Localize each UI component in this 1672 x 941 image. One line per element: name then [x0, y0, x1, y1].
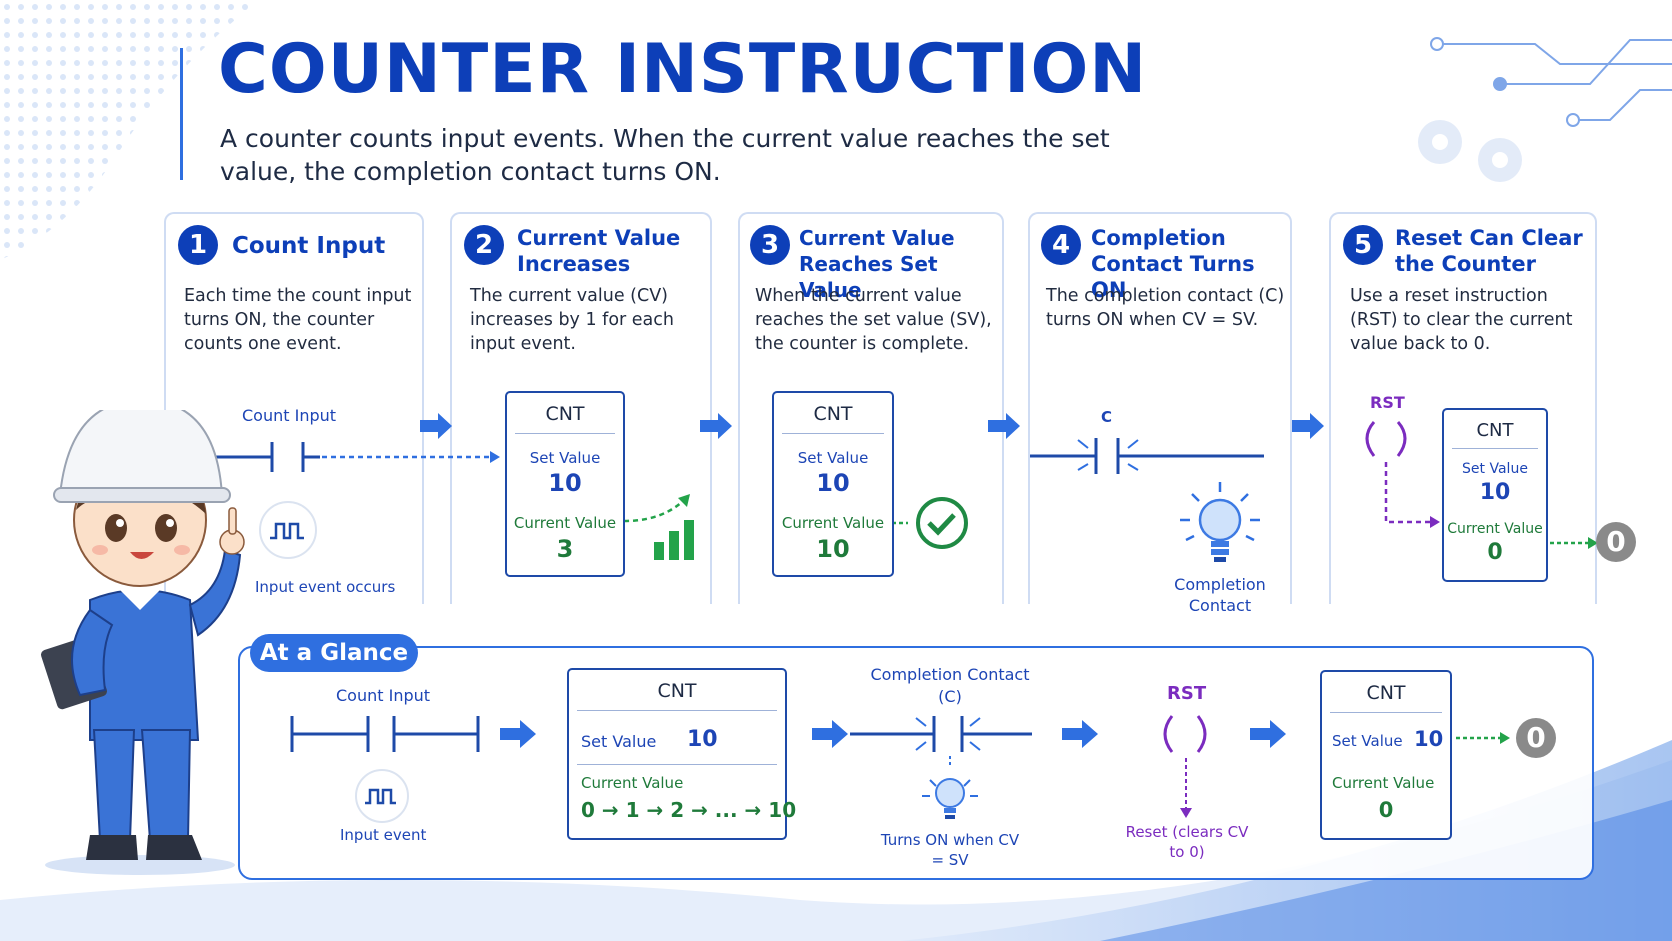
- cnt-title: CNT: [1476, 420, 1514, 441]
- current-value-sequence: 0 → 1 → 2 → ... → 10: [581, 798, 797, 822]
- cnt-title: CNT: [813, 403, 853, 425]
- bar-chart-icon: [654, 520, 694, 560]
- glance-completion-label: Completion Contact (C): [870, 665, 1030, 706]
- step-title-5: Reset Can Clear the Counter: [1395, 226, 1583, 276]
- set-value: 10: [816, 469, 850, 497]
- engineer-mascot: [40, 410, 245, 875]
- page-subtitle: A counter counts input events. When the …: [220, 124, 1110, 186]
- step-desc-1: Each time the count input turns ON, the …: [184, 286, 412, 354]
- arrow-right-icon: [988, 413, 1020, 439]
- current-value: 3: [556, 535, 574, 563]
- cnt-box-step2: CNT Set Value 10 Current Value 3: [505, 391, 625, 577]
- set-value: 10: [1479, 480, 1511, 505]
- count-input-label: Count Input: [242, 406, 337, 425]
- step-number-5: 5: [1343, 225, 1383, 265]
- pulse-icon: [259, 501, 317, 559]
- step-title-3: Current Value Reaches Set Value: [799, 226, 955, 302]
- current-value-label: Current Value: [1447, 521, 1543, 537]
- glance-lightbulb-icon: [922, 778, 978, 819]
- glance-turns-on-label: Turns ON when CV = SV: [880, 831, 1020, 869]
- current-value-label: Current Value: [581, 774, 684, 792]
- glance-result-zero-badge: 0: [1516, 718, 1556, 758]
- arrow-right-icon: [420, 413, 452, 439]
- set-value: 10: [687, 727, 718, 752]
- completion-contact-icon: [1030, 438, 1264, 474]
- rst-label: RST: [1370, 393, 1405, 412]
- step-number-1: 1: [178, 225, 218, 265]
- step-desc-2: The current value (CV) increases by 1 fo…: [470, 286, 674, 354]
- glance-pulse-icon: [355, 769, 409, 823]
- glance-completion-contact-icon: [850, 716, 1032, 752]
- set-value: 10: [548, 469, 582, 497]
- step-number-3: 3: [750, 225, 790, 265]
- current-value-label: Current Value: [513, 514, 617, 532]
- reset-coil-icon: [1365, 421, 1407, 457]
- arrow-right-icon: [1250, 720, 1286, 748]
- input-event-label: Input event occurs: [255, 578, 396, 596]
- glance-cnt-box: CNT Set Value 10 Current Value 0 → 1 → 2…: [567, 668, 796, 840]
- step-desc-5: Use a reset instruction (RST) to clear t…: [1350, 286, 1573, 354]
- current-value-label: Current Value: [781, 514, 885, 532]
- glance-rst-label: RST: [1167, 683, 1207, 704]
- step-title-4: Completion Contact Turns ON: [1091, 226, 1255, 302]
- current-value: 10: [816, 535, 850, 563]
- step-desc-4: The completion contact (C) turns ON when…: [1046, 286, 1285, 330]
- title-accent-bar: [180, 48, 183, 180]
- cnt-box-step5: CNT Set Value 10 Current Value 0: [1442, 408, 1548, 582]
- cnt-box-step3: CNT Set Value 10 Current Value 10: [772, 391, 894, 577]
- arrow-right-icon: [1062, 720, 1098, 748]
- arrow-right-icon: [700, 413, 732, 439]
- set-value-label: Set Value: [1332, 732, 1403, 750]
- set-value-label: Set Value: [581, 732, 657, 751]
- glance-reset-coil-icon: [1163, 715, 1207, 753]
- step-desc-3: When the current value reaches the set v…: [755, 286, 992, 354]
- set-value: 10: [1414, 727, 1444, 751]
- page-title: COUNTER INSTRUCTION: [218, 30, 1148, 109]
- cnt-title: CNT: [545, 403, 585, 425]
- step-number-2: 2: [464, 225, 504, 265]
- set-value-label: Set Value: [529, 449, 601, 467]
- contact-glow-icon: [1077, 439, 1139, 471]
- set-value-label: Set Value: [797, 449, 869, 467]
- current-value-label: Current Value: [1332, 774, 1435, 792]
- checkmark-icon: [916, 497, 968, 549]
- current-value: 0: [1487, 540, 1503, 565]
- glance-reset-label: Reset (clears CV to 0): [1125, 823, 1249, 861]
- step-title-1: Count Input: [232, 233, 386, 259]
- result-zero-badge: 0: [1596, 522, 1636, 562]
- contact-c-label: C: [1101, 408, 1113, 426]
- step-card-4: [1028, 212, 1292, 604]
- arrow-right-icon: [1292, 413, 1324, 439]
- glance-input-contact-icon: [290, 716, 480, 752]
- arrow-right-icon: [812, 720, 848, 748]
- cnt-title: CNT: [1366, 682, 1406, 704]
- step-number-4: 4: [1041, 225, 1081, 265]
- step-title-2: Current Value Increases: [517, 226, 681, 276]
- cnt-title: CNT: [657, 680, 697, 702]
- lightbulb-icon: [1180, 482, 1260, 562]
- arrow-right-icon: [500, 720, 536, 748]
- glance-input-label: Count Input: [336, 686, 431, 705]
- set-value-label: Set Value: [1462, 461, 1528, 477]
- glance-event-label: Input event: [340, 826, 427, 844]
- completion-contact-label: Completion Contact: [1174, 575, 1266, 615]
- glance-cnt-box-reset: CNT Set Value 10 Current Value 0: [1320, 670, 1452, 840]
- at-a-glance-badge: At a Glance: [250, 634, 418, 672]
- current-value: 0: [1378, 798, 1394, 822]
